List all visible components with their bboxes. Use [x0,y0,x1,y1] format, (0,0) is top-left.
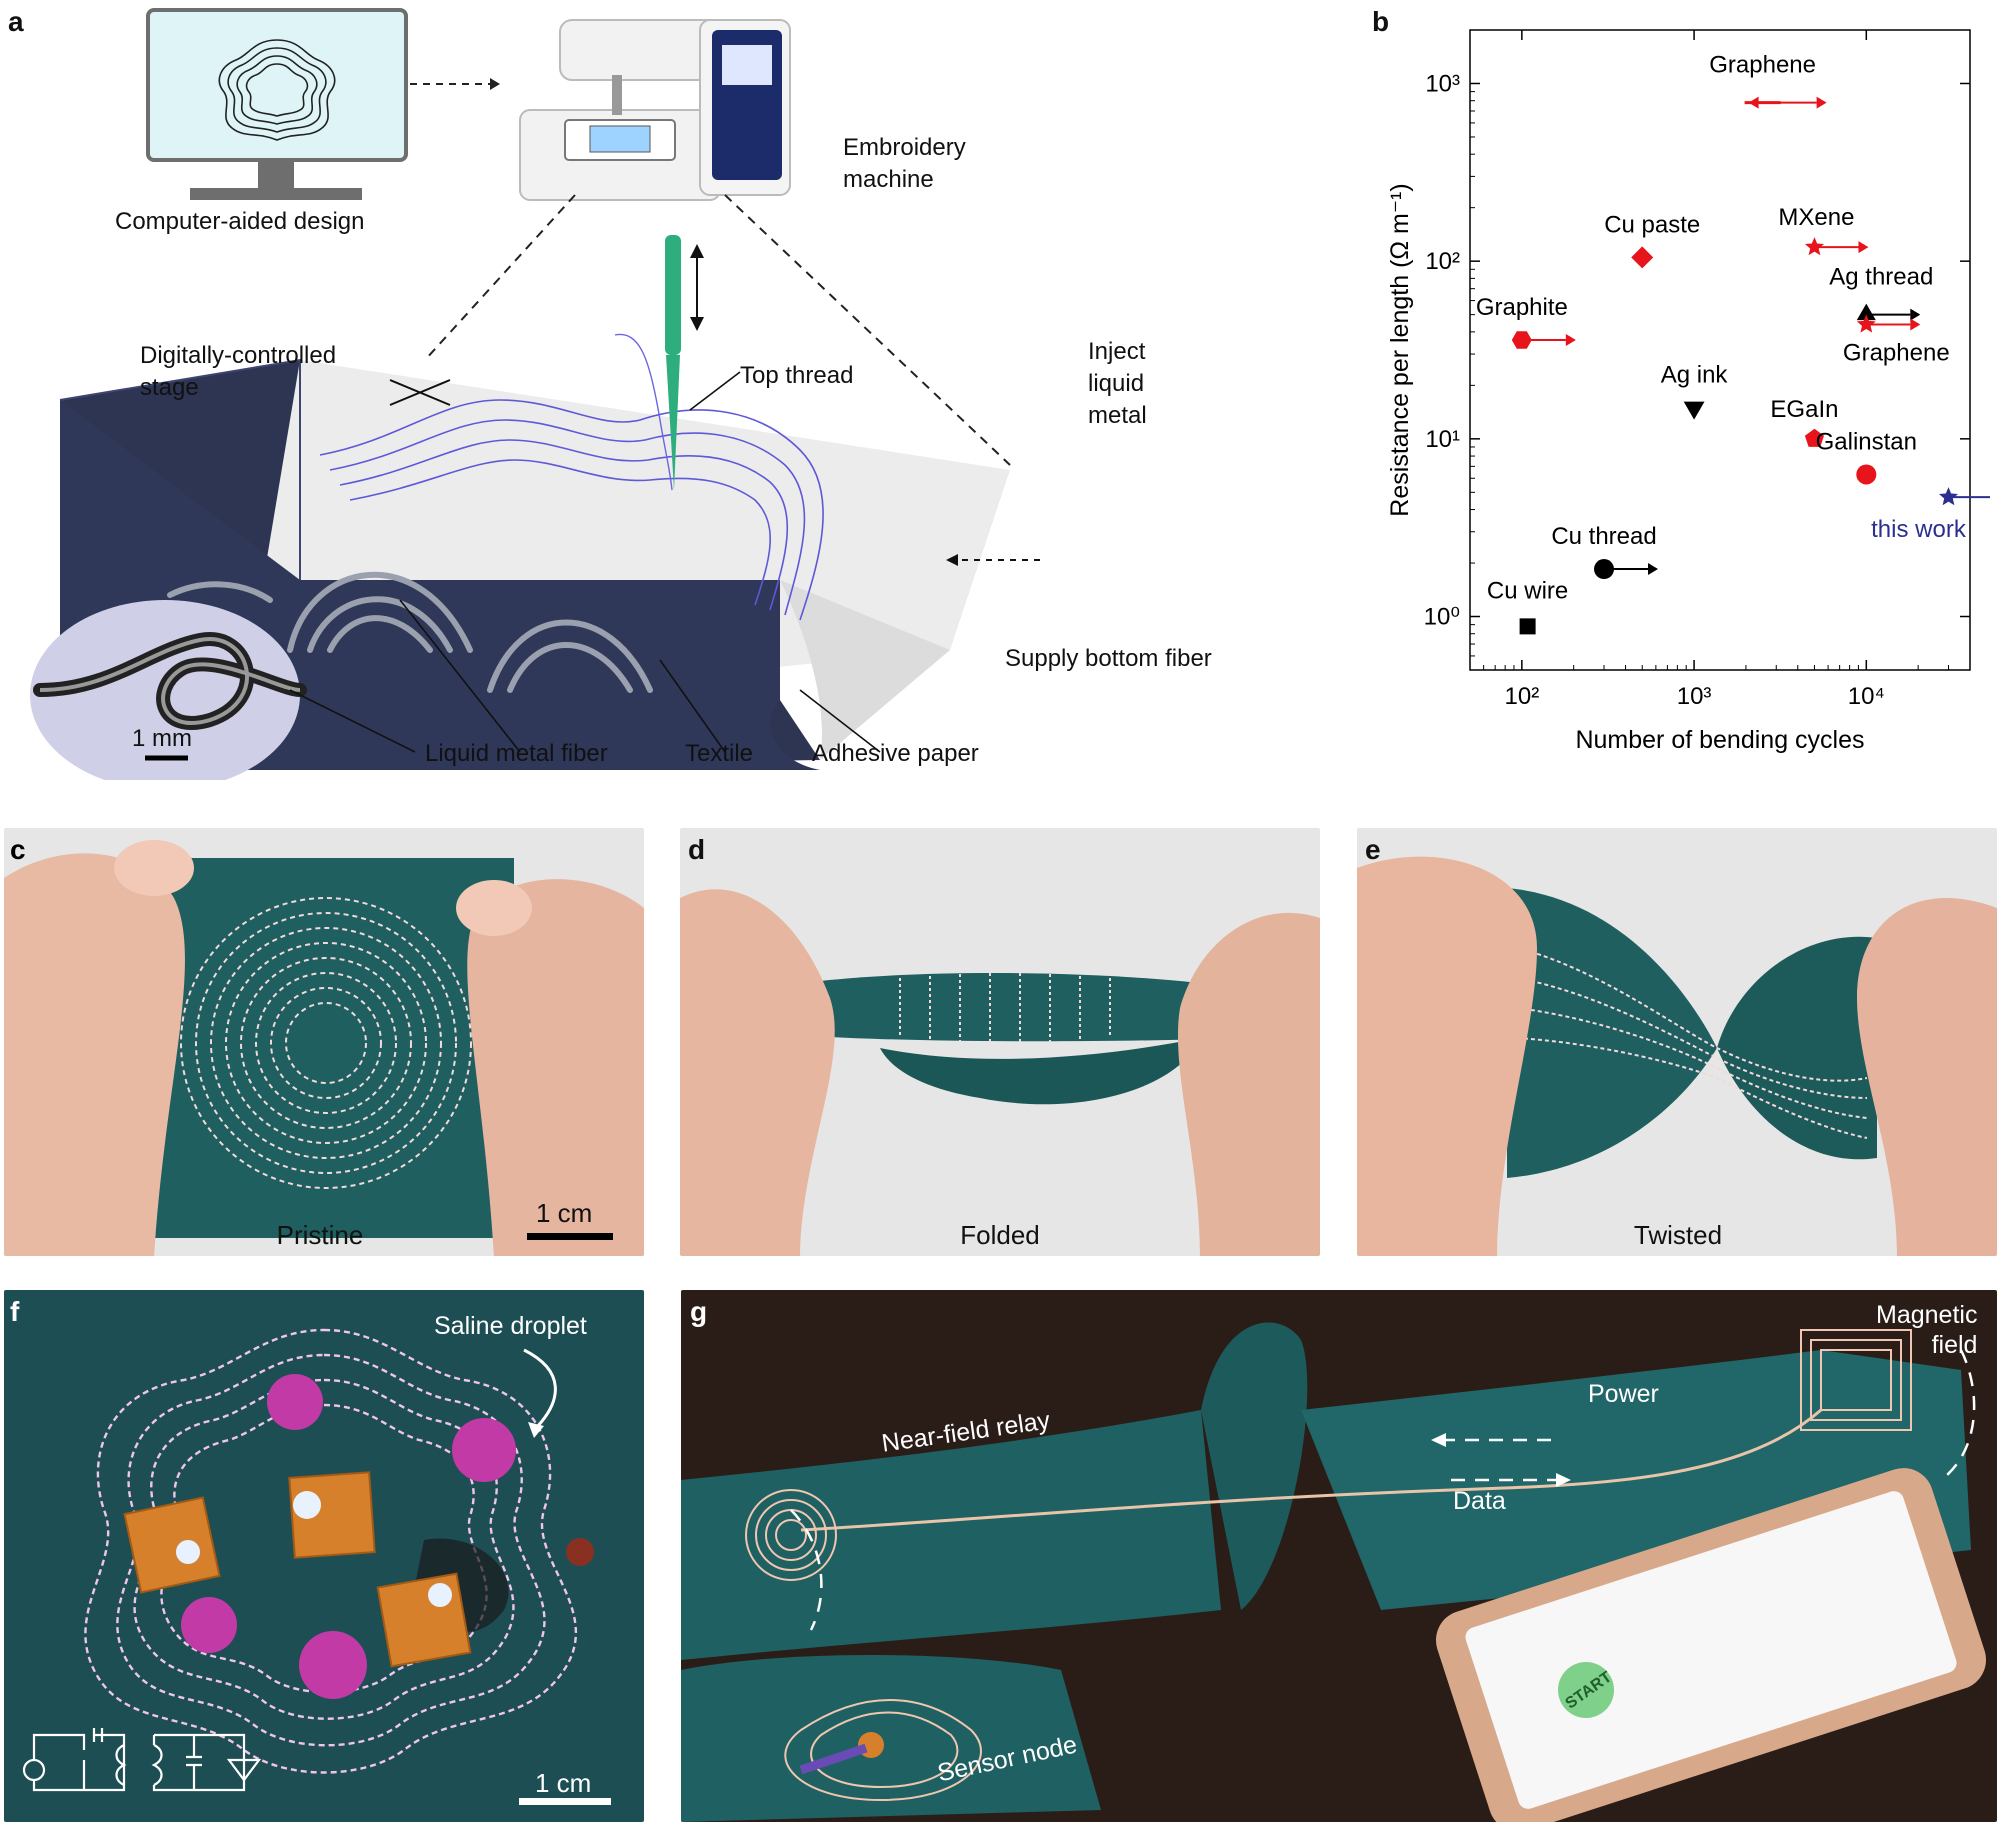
photo-folded [680,828,1320,1256]
photo-pristine [4,828,644,1256]
photo-saline-coil [4,1290,644,1822]
point-marker-diamond [1631,246,1654,269]
saline-scale-label: 1 cm [535,1768,592,1798]
saline-droplet-label: Saline droplet [434,1312,587,1340]
point-marker-circle [1856,464,1877,485]
panel-e-letter: e [1365,834,1381,865]
point-label: Graphite [1476,294,1568,321]
point-arrow-head [1910,308,1921,321]
relay-illustration [681,1322,1987,1822]
smartphone-icon [1435,1468,1987,1822]
x-tick-label: 10² [1505,683,1540,710]
point-label: Galinstan [1816,428,1917,455]
stage-xy-arrows-icon [389,379,451,406]
magnetic-field-label: Magnetic field [1876,1301,1978,1359]
folded-illustration [680,889,1320,1256]
saline-coil-illustration [22,1328,611,1805]
panel-d-letter: d [688,834,706,865]
photo-near-field-relay [681,1290,1997,1822]
pristine-caption: Pristine [276,1220,364,1250]
power-label: Power [1588,1380,1659,1408]
needle-icon [614,235,681,491]
point-arrow-head [1858,241,1869,254]
point-marker-hexagon [1511,331,1532,349]
cad-label: Computer-aided design [115,208,365,235]
point-label: Ag thread [1829,264,1933,291]
point-arrow-head [1565,333,1576,346]
y-tick-label: 10⁰ [1424,604,1460,631]
point-marker-star [1856,314,1876,333]
point-marker-circle [1594,559,1615,580]
x-tick-label: 10⁴ [1848,683,1885,710]
photo-twisted [1357,828,1997,1256]
resistance-vs-cycles-chart: 10² 10³ 10⁴ 10⁰ 10¹ 10² 10³ Number of bending c… [1386,29,1990,754]
knot-inset [30,600,307,780]
knot-scale-label: 1 mm [132,725,192,752]
stage-label: Digitally-controlled stage [140,342,337,401]
point-label: Graphene [1709,52,1816,79]
twisted-illustration [1357,856,1997,1256]
point-label: Cu thread [1551,523,1656,550]
point-marker-triangle-up [1856,303,1876,321]
plot-frame [1469,29,1971,671]
point-label: Cu paste [1604,211,1700,238]
point-arrow-head-left [1748,96,1759,109]
x-axis-label: Number of bending cycles [1575,726,1864,754]
y-tick-label: 10¹ [1425,426,1460,453]
point-arrow-head [1648,563,1659,576]
pristine-scale-label: 1 cm [536,1198,593,1228]
point-marker-star [1939,487,1958,506]
monitor-icon [146,8,408,200]
adhesive-label: Adhesive paper [812,740,979,767]
embroidery-machine-icon [519,19,791,201]
panel-f-letter: f [10,1296,20,1327]
lm-fiber-label: Liquid metal fiber [425,740,608,767]
point-label: this work [1871,516,1967,543]
textile-label: Textile [685,740,754,767]
pristine-illustration [4,840,644,1256]
point-arrow-head [1910,318,1921,331]
y-tick-label: 10² [1425,248,1460,275]
circuit-symbol-icon [22,1728,262,1792]
supply-label: Supply bottom fiber [1005,645,1212,672]
data-label: Data [1453,1487,1506,1515]
point-marker-pentagon [1804,428,1824,447]
machine-label: Embroidery machine [843,134,966,193]
x-tick-label: 10³ [1677,683,1712,710]
panel-b-letter: b [1372,6,1390,37]
point-label: MXene [1778,204,1854,231]
y-axis-label: Resistance per length (Ω m⁻¹) [1386,183,1414,516]
point-marker-star [1804,237,1824,256]
panel-g-letter: g [690,1296,708,1327]
point-label: EGaIn [1770,396,1838,423]
point-marker-triangle-down [1683,401,1705,420]
panel-a-illustration [30,8,1040,780]
panel-a-letter: a [8,6,24,37]
panel-c-letter: c [10,834,26,865]
twisted-caption: Twisted [1633,1220,1723,1250]
point-label: Graphene [1843,340,1950,367]
folded-caption: Folded [960,1220,1040,1250]
top-thread-label: Top thread [740,362,854,389]
point-label: Ag ink [1661,362,1729,389]
y-tick-label: 10³ [1425,70,1460,97]
point-arrow-head [1816,96,1827,109]
point-label: Cu wire [1487,577,1568,604]
inject-label: Inject liquid metal [1088,338,1147,429]
point-marker-square [1519,618,1536,635]
